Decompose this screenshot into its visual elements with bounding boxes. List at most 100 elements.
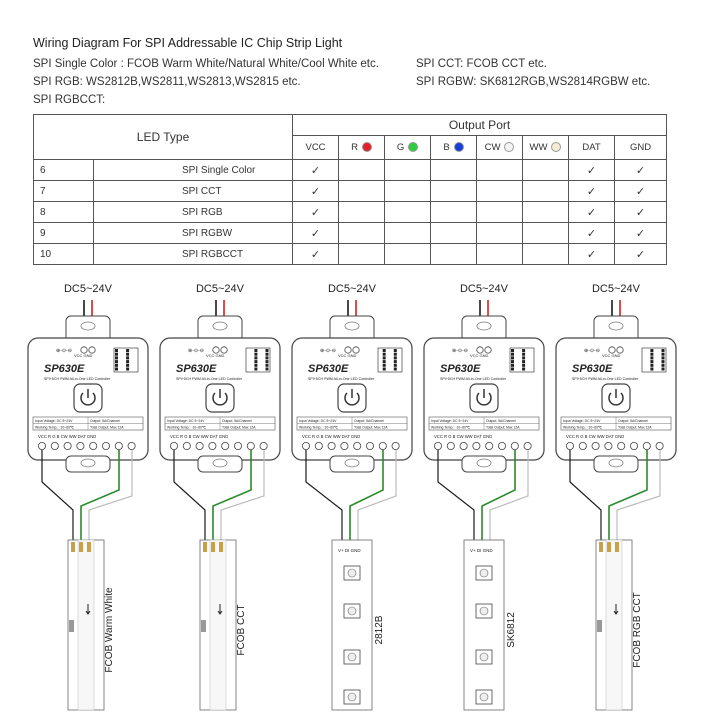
terminal-screw-icon (497, 441, 506, 450)
terminal-screw-icon (378, 441, 387, 450)
terminal-screw-icon (391, 441, 400, 450)
spec-working-temp: Working Temp.: -10~60℃ (563, 426, 602, 430)
resistor-icon (69, 620, 74, 632)
spec-total-output: Total Output: Max 12A (222, 426, 256, 430)
qr-pixel (115, 356, 118, 360)
solder-pad-icon (211, 542, 215, 552)
solder-pad-icon (615, 542, 619, 552)
terminal-screw-icon (591, 441, 600, 450)
model-subtitle: SPI+5CH PWM All-in-One LED Controller (440, 377, 507, 381)
strip-label: FCOB RGB CCT (632, 592, 643, 668)
spec-input-voltage: Input Voltage: DC 5~24V (431, 419, 469, 423)
terminal-screw-icon (642, 441, 651, 450)
check-mark: ✓ (614, 243, 668, 265)
spec-output: Output: 5A/Channel (90, 419, 120, 423)
strip-pad-labels: V+ DI GND (338, 548, 361, 553)
qr-pixel (661, 367, 665, 371)
model-subtitle: SPI+5CH PWM All-in-One LED Controller (176, 377, 243, 381)
mount-hole-icon (608, 458, 624, 468)
terminal-screw-icon (617, 441, 626, 450)
supply-voltage-label: DC5~24V (592, 283, 641, 295)
port-label: DAT (582, 142, 601, 153)
qr-pixel (382, 360, 386, 364)
fcob-light-band (77, 539, 95, 711)
terminal-screw-icon (485, 441, 494, 450)
qr-pixel (126, 360, 130, 364)
mount-hole-icon (608, 321, 624, 331)
terminal-screw-icon (327, 441, 336, 450)
mount-hole-icon (344, 458, 360, 468)
fcob-light-band (605, 539, 623, 711)
direction-arrow-icon (217, 604, 223, 615)
bottom-terminal-labels: VCC R G B CW WW DAT GND (302, 434, 360, 439)
qr-pixel (661, 352, 665, 356)
spec-working-temp: Working Temp.: -10~60℃ (431, 426, 470, 430)
led-strip-smd (331, 539, 373, 711)
supply-voltage-label: DC5~24V (460, 283, 509, 295)
qr-pixel (661, 363, 665, 367)
smd-led-lens-icon (347, 606, 357, 616)
terminal-screw-icon (127, 441, 136, 450)
qr-pixel (511, 363, 514, 367)
qr-pixel (382, 367, 386, 371)
solder-pad-icon (71, 542, 75, 552)
mount-hole-icon (80, 458, 96, 468)
spec-output: Output: 5A/Channel (354, 419, 384, 423)
row-led-type: SPI RGBCCT (92, 243, 294, 265)
wire-black (569, 450, 602, 544)
bottom-terminal-labels: VCC R G B CW WW DAT GND (38, 434, 96, 439)
terminal-screw-icon (365, 441, 374, 450)
port-label: GND (629, 142, 652, 153)
power-icon (608, 392, 624, 406)
terminal-screw-icon (578, 441, 587, 450)
terminal-screw-icon (472, 441, 481, 450)
qr-pixel (661, 360, 665, 364)
strip-label: 2812B (374, 615, 385, 644)
model-subtitle: SPI+5CH PWM All-in-One LED Controller (572, 377, 639, 381)
terminal-screw-icon (38, 441, 47, 450)
model-name: SP630E (440, 363, 481, 375)
terminal-screw-icon (655, 441, 664, 450)
qr-pixel (650, 356, 654, 360)
polarity-icon: ⊕-⊙-⊖ (188, 348, 204, 354)
terminal-screw-icon (195, 441, 204, 450)
mount-hole-icon (476, 458, 492, 468)
info-rgbw: SPI RGBW: SK6812RGB,WS2814RGBW etc. (416, 76, 651, 88)
qr-pixel (393, 356, 397, 360)
info-rgb: SPI RGB: WS2812B,WS2811,WS2813,WS2815 et… (33, 76, 301, 88)
wire-white (88, 450, 133, 544)
spec-total-output: Total Output: Max 12A (354, 426, 388, 430)
solder-pad-icon (87, 542, 91, 552)
terminal-screw-icon (246, 441, 255, 450)
qr-pixel (115, 349, 118, 352)
resistor-icon (597, 620, 602, 632)
terminal-screw-icon (604, 441, 613, 450)
qr-pixel (115, 367, 118, 371)
port-label: WW (529, 142, 548, 153)
wire-green (608, 450, 648, 544)
power-icon (344, 392, 360, 406)
port-label: R (351, 142, 358, 153)
qr-pixel (522, 367, 526, 371)
qr-pixel (661, 349, 665, 352)
terminal-screw-icon (233, 441, 242, 450)
qr-pixel (126, 356, 130, 360)
port-color-dot (408, 142, 419, 153)
model-name: SP630E (176, 363, 217, 375)
qr-pixel (650, 352, 654, 356)
qr-pixel (254, 360, 258, 364)
port-header-ww: WW (522, 135, 570, 160)
terminal-screw-icon (446, 441, 455, 450)
supply-voltage-label: DC5~24V (196, 283, 245, 295)
qr-pixel (522, 360, 526, 364)
mount-hole-icon (212, 321, 228, 331)
model-name: SP630E (308, 363, 349, 375)
model-name: SP630E (44, 363, 85, 375)
qr-pixel (522, 352, 526, 356)
